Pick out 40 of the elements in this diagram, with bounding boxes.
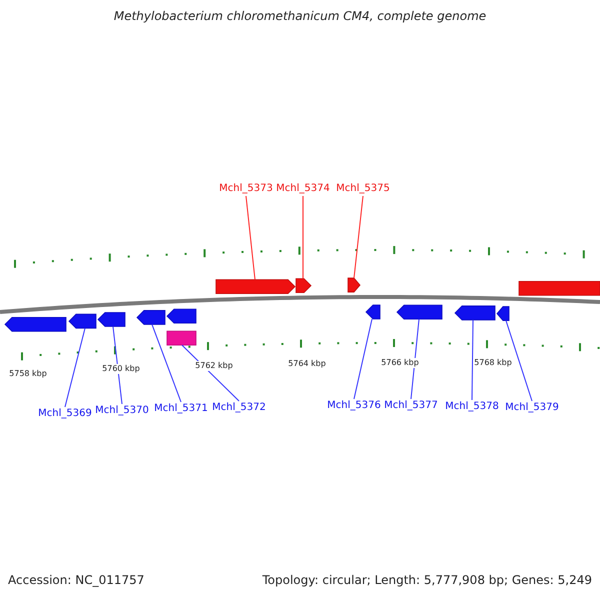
leader-line	[354, 196, 364, 279]
gene-label: Mchl_5370	[95, 405, 149, 417]
gene-label: Mchl_5377	[384, 400, 438, 412]
gene-label: Mchl_5371	[154, 403, 208, 415]
gene-feature	[348, 278, 361, 292]
footer-text: Topology: circular; Length: 5,777,908 bp; Genes: 5,249	[262, 575, 592, 585]
title: Methylobacterium chloromethanicum CM4, complete genome	[112, 10, 488, 22]
gene-label: Mchl_5376	[327, 400, 381, 412]
scale-label: 5758 kbp	[9, 369, 47, 379]
gene-label: Mchl_5375	[336, 183, 390, 195]
gene-feature	[296, 278, 312, 293]
gene-feature	[166, 308, 196, 324]
gene-feature	[166, 330, 196, 346]
scale-label: 5760 kbp	[102, 364, 140, 374]
leader-line	[506, 320, 532, 402]
gene-label: Mchl_5372	[212, 402, 266, 414]
gene-feature	[396, 304, 442, 320]
leader-line	[354, 318, 372, 400]
gene-feature	[97, 312, 126, 327]
gene-label: Mchl_5379	[505, 402, 559, 414]
leader-line	[302, 196, 304, 280]
leader-line	[472, 319, 474, 400]
gene-label: Mchl_5369	[38, 408, 92, 420]
gene-feature	[68, 314, 96, 329]
leader-line	[112, 326, 122, 404]
gene-label: Mchl_5378	[445, 401, 499, 413]
gene-feature	[518, 280, 600, 296]
leader-line	[64, 328, 86, 408]
footer-text: Accession: NC_011757	[8, 575, 144, 585]
gene-feature	[365, 304, 380, 320]
scale-label: 5766 kbp	[381, 358, 419, 368]
gene-label: Mchl_5373	[219, 183, 273, 195]
scale-label: 5762 kbp	[195, 361, 233, 371]
leader-line	[410, 318, 420, 400]
leader-line	[152, 324, 182, 402]
gene-label: Mchl_5374	[276, 183, 330, 195]
scale-label: 5764 kbp	[288, 359, 326, 369]
leader-line	[246, 196, 256, 280]
scale-label: 5768 kbp	[474, 358, 512, 368]
gene-feature	[136, 310, 166, 325]
